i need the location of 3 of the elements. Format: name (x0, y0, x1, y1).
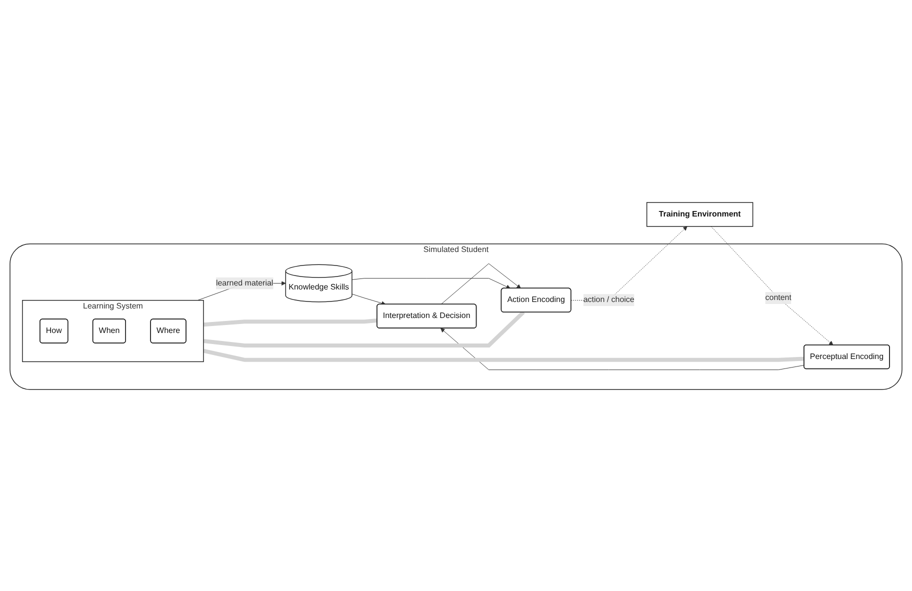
connector (203, 348, 804, 362)
connector (203, 310, 525, 347)
connector (203, 318, 378, 326)
